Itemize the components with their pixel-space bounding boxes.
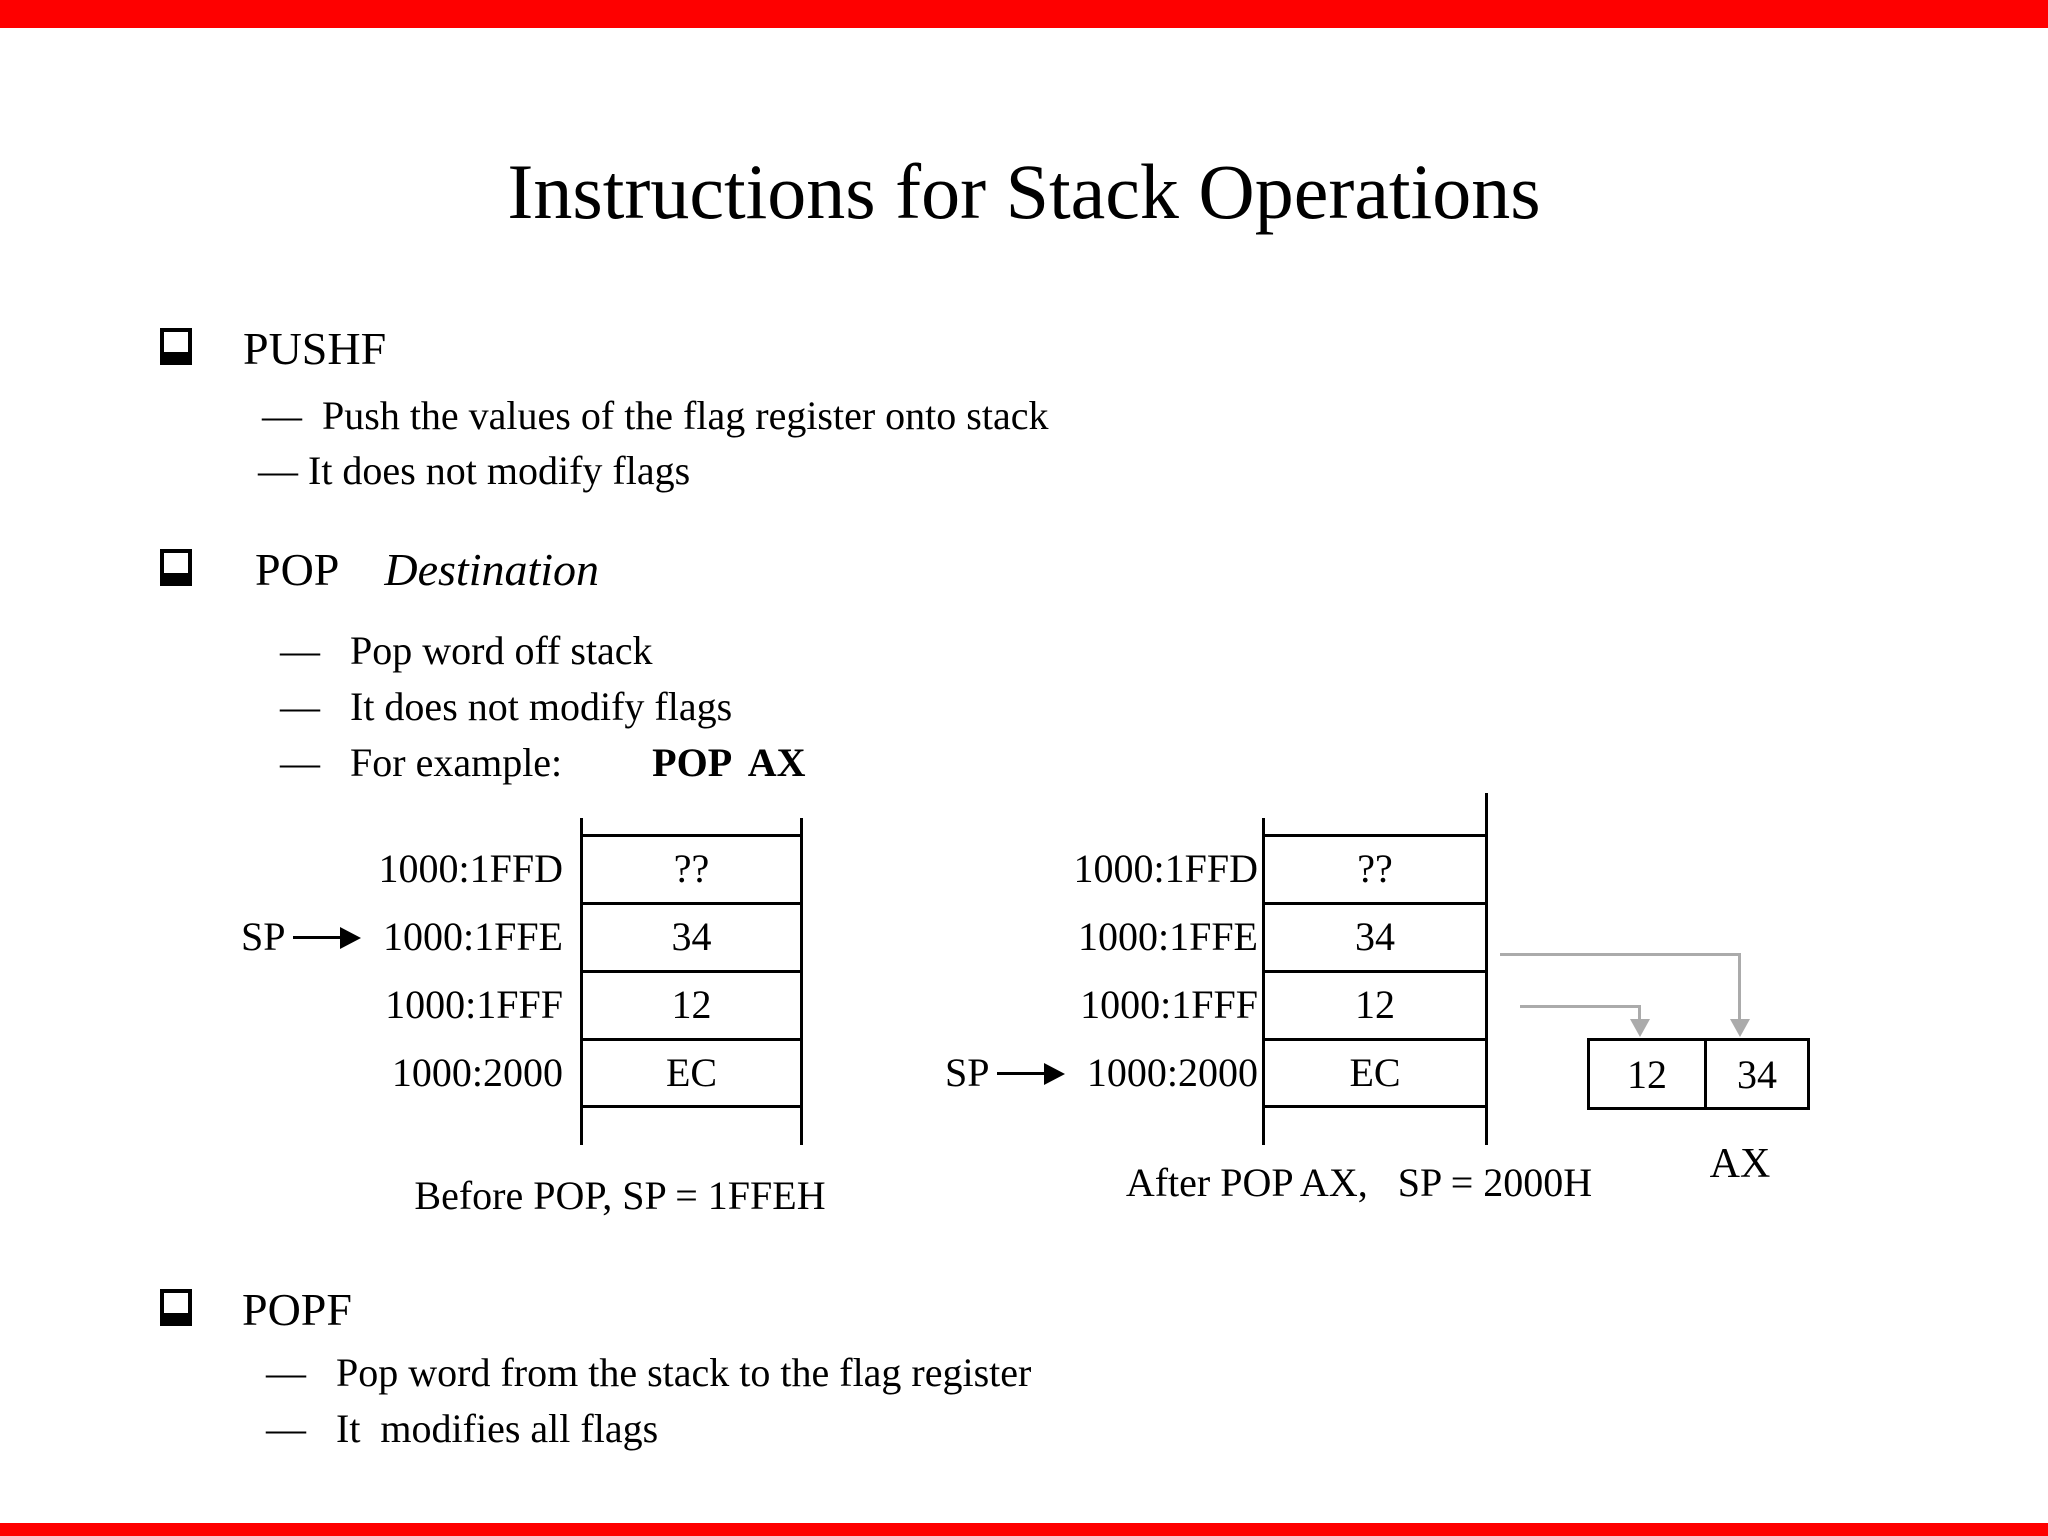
pop-line-3: — For example: POP AX: [280, 739, 806, 787]
flow-arrow-34-horizontal: [1500, 953, 1741, 956]
after-sp-label: SP: [945, 1050, 990, 1095]
pop-operand: Destination: [384, 544, 600, 595]
after-ladder-line: [1262, 1105, 1488, 1108]
popf-heading: POPF: [242, 1284, 352, 1335]
pop-line-2: — It does not modify flags: [280, 684, 733, 729]
popf-line-2: — It modifies all flags: [266, 1406, 659, 1451]
before-ladder-line: [580, 1105, 803, 1108]
address-label: 1000:1FFF: [385, 982, 563, 1027]
bottom-red-bar: [0, 1523, 2048, 1536]
after-caption: After POP AX, SP = 2000H: [1125, 1160, 1593, 1205]
address-label: 1000:2000: [391, 1050, 563, 1095]
before-ladder-left-rail: [580, 818, 583, 1145]
flow-arrowhead-icon: [1730, 1019, 1750, 1037]
cell-value: EC: [665, 1050, 718, 1095]
pop-example-prefix: — For example:: [280, 740, 563, 785]
sp-arrowhead-icon: [340, 927, 361, 949]
cell-value: EC: [1349, 1050, 1401, 1095]
address-label: 1000:2000: [1086, 1050, 1258, 1095]
pop-heading: POP Destination: [255, 543, 599, 597]
address-label: 1000:1FFD: [378, 846, 564, 891]
sp-arrow-icon: [997, 1072, 1045, 1075]
before-ladder-line: [580, 1038, 803, 1041]
page-title: Instructions for Stack Operations: [507, 148, 1541, 235]
before-ladder-line: [580, 834, 803, 837]
after-value-column: ?? 34 12 EC: [1265, 818, 1485, 1145]
square-bullet-icon: [160, 328, 192, 365]
address-label: 1000:1FFD: [1073, 846, 1259, 891]
before-address-column: 1000:1FFD 1000:1FFE 1000:1FFF 1000:2000: [280, 818, 564, 1145]
cell-value: ??: [1357, 846, 1393, 891]
cell-value: 34: [1355, 914, 1395, 959]
pushf-line-2: — It does not modify flags: [258, 448, 691, 493]
pushf-heading: PUSHF: [243, 323, 387, 374]
before-sp-label: SP: [241, 914, 286, 959]
flow-arrow-12-horizontal: [1520, 1005, 1641, 1008]
flow-arrow-34-vertical: [1738, 953, 1741, 1021]
after-ladder-left-rail: [1262, 818, 1265, 1145]
address-label: 1000:1FFF: [1080, 982, 1258, 1027]
address-label: 1000:1FFE: [382, 914, 563, 959]
ax-register-box: 12 34: [1587, 1038, 1810, 1110]
flow-arrowhead-icon: [1630, 1019, 1650, 1037]
sp-arrowhead-icon: [1044, 1063, 1065, 1085]
popf-line-1: — Pop word from the stack to the flag re…: [266, 1350, 1032, 1395]
ax-high-byte: 12: [1590, 1041, 1707, 1107]
before-ladder-right-rail: [800, 818, 803, 1145]
flow-arrow-12-vertical: [1638, 1005, 1641, 1021]
after-ladder-line: [1262, 834, 1488, 837]
before-caption: Before POP, SP = 1FFEH: [414, 1173, 826, 1218]
cell-value: 12: [1355, 982, 1395, 1027]
address-label: 1000:1FFE: [1077, 914, 1258, 959]
pushf-line-1: — Push the values of the flag register o…: [262, 393, 1049, 438]
top-red-bar: [0, 0, 2048, 28]
pop-example-code: POP AX: [652, 740, 806, 785]
after-ladder-line: [1262, 970, 1488, 973]
pop-line-1: — Pop word off stack: [280, 628, 653, 673]
ax-low-byte: 34: [1737, 1051, 1777, 1097]
after-ladder-line: [1262, 1038, 1488, 1041]
after-ladder-line: [1262, 902, 1488, 905]
pop-keyword: POP: [255, 544, 340, 595]
cell-value: ??: [673, 846, 710, 891]
before-ladder-line: [580, 970, 803, 973]
before-ladder-line: [580, 902, 803, 905]
square-bullet-icon: [160, 1289, 192, 1326]
cell-value: 34: [671, 914, 712, 959]
after-address-column: 1000:1FFD 1000:1FFE 1000:1FFF 1000:2000: [975, 818, 1259, 1145]
sp-arrow-icon: [293, 936, 341, 939]
after-ladder-right-rail: [1485, 793, 1488, 1145]
cell-value: 12: [671, 982, 712, 1027]
before-value-column: ?? 34 12 EC: [583, 818, 800, 1145]
ax-register-label: AX: [1709, 1141, 1771, 1187]
square-bullet-icon: [160, 549, 192, 586]
